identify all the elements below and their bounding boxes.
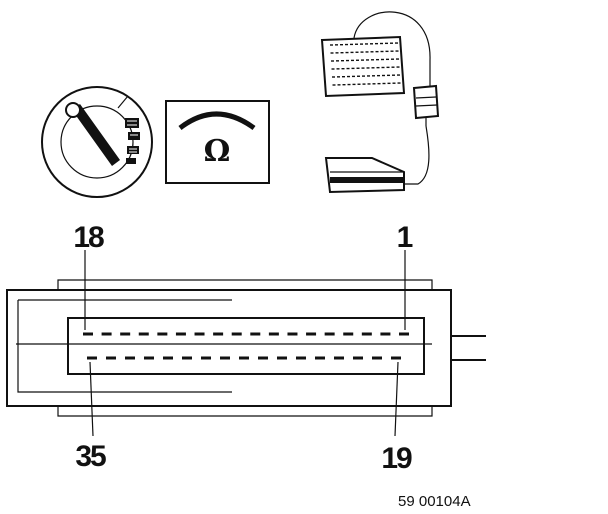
test-probe-icon bbox=[324, 157, 405, 194]
pin-label-19: 19 bbox=[381, 442, 412, 475]
ohmmeter-icon: Ω bbox=[165, 100, 270, 184]
ohm-symbol: Ω bbox=[204, 134, 231, 169]
pin-label-35: 35 bbox=[75, 440, 106, 473]
figure-id: 59 00104A bbox=[398, 493, 471, 510]
leader-lines bbox=[84, 250, 406, 437]
selector-knob-icon bbox=[41, 86, 153, 198]
control-unit-icon bbox=[320, 11, 431, 98]
pin-label-1: 1 bbox=[397, 221, 413, 254]
connector-block bbox=[6, 279, 486, 417]
connector-plug-icon bbox=[404, 84, 440, 185]
pin-label-18: 18 bbox=[73, 221, 104, 254]
